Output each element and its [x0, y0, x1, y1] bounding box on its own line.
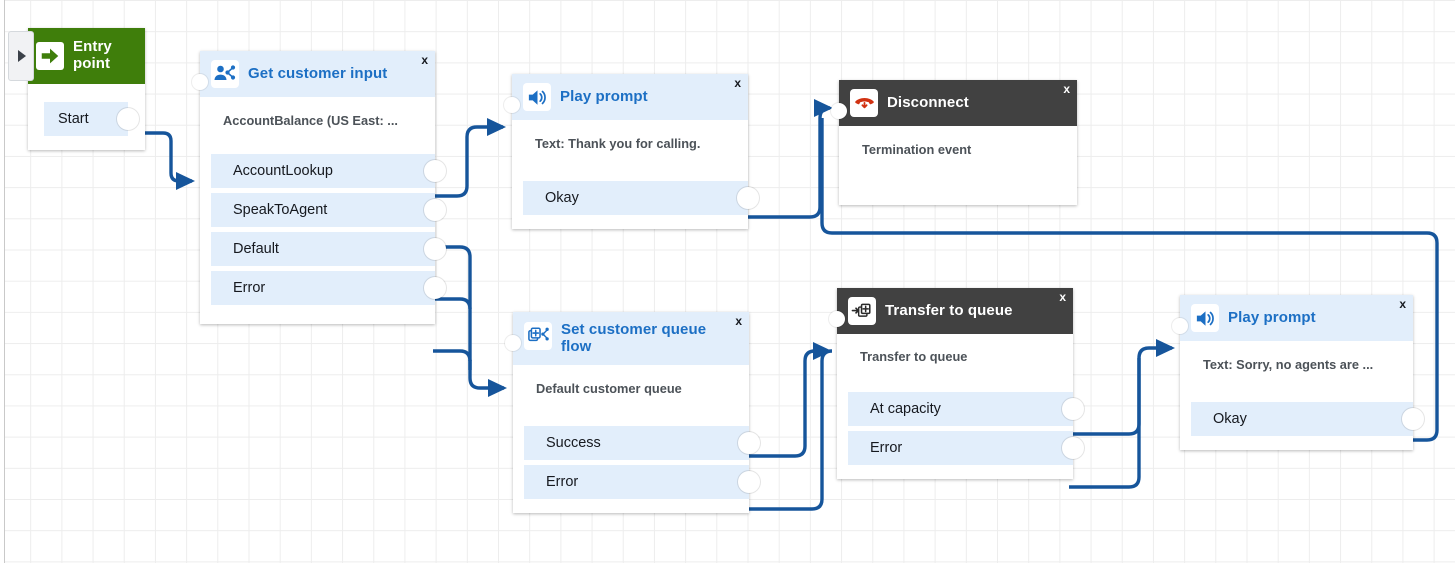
- node-title: Entry point: [73, 38, 112, 72]
- node-header: Play prompt x: [512, 74, 748, 120]
- port-success[interactable]: Success: [524, 425, 760, 460]
- node-title: Transfer to queue: [885, 301, 1013, 319]
- input-nub: [505, 335, 521, 351]
- triangle-right-icon: [17, 50, 26, 62]
- node-header: Play prompt x: [1180, 295, 1413, 341]
- port-knob[interactable]: [424, 160, 446, 182]
- port-knob[interactable]: [117, 108, 139, 130]
- get-customer-input-icon: [211, 60, 239, 88]
- node-body-spacer: [513, 400, 749, 426]
- input-nub: [192, 74, 208, 90]
- port-knob[interactable]: [424, 238, 446, 260]
- port-at-capacity[interactable]: At capacity: [848, 392, 1084, 426]
- node-ports: Success Error: [513, 425, 760, 513]
- port-error[interactable]: Error: [848, 431, 1084, 465]
- node-play-prompt-1[interactable]: Play prompt x Text: Thank you for callin…: [504, 74, 759, 229]
- node-ports: At capacity Error: [837, 392, 1084, 479]
- port-okay[interactable]: Okay: [523, 181, 759, 215]
- node-subtitle: Text: Sorry, no agents are ...: [1203, 357, 1374, 372]
- port-label: Start: [58, 111, 89, 127]
- port-accountlookup[interactable]: AccountLookup: [211, 154, 446, 188]
- close-icon[interactable]: x: [1063, 82, 1070, 96]
- node-title: Get customer input: [248, 64, 388, 82]
- node-body-spacer: [200, 132, 435, 154]
- node-entry-point[interactable]: Entry point Start: [28, 28, 145, 150]
- port-label: Error: [233, 280, 266, 296]
- port-knob[interactable]: [424, 277, 446, 299]
- close-icon[interactable]: x: [1399, 297, 1406, 311]
- close-icon[interactable]: x: [735, 314, 742, 328]
- node-transfer-to-queue[interactable]: Transfer to queue x Transfer to queue At…: [829, 288, 1084, 479]
- port-label: Okay: [545, 190, 579, 206]
- canvas-left-rail: [0, 0, 5, 563]
- node-get-customer-input[interactable]: Get customer input x AccountBalance (US …: [192, 51, 446, 324]
- node-title: Set customer queue flow: [561, 321, 707, 355]
- node-title: Play prompt: [560, 87, 648, 105]
- port-knob[interactable]: [1402, 408, 1424, 430]
- node-subtitle: AccountBalance (US East: ...: [223, 113, 398, 128]
- node-body-spacer: [837, 368, 1073, 392]
- port-label: Okay: [1213, 411, 1247, 427]
- port-label: SpeakToAgent: [233, 202, 328, 218]
- node-ports: AccountLookup SpeakToAgent Default Error: [200, 154, 446, 324]
- node-header: Entry point: [28, 28, 145, 84]
- hang-up-phone-icon: [850, 89, 878, 117]
- node-subtitle: Text: Thank you for calling.: [535, 136, 701, 151]
- port-knob[interactable]: [1062, 398, 1084, 420]
- input-nub: [831, 103, 847, 119]
- node-ports: Okay: [1180, 402, 1424, 450]
- port-default[interactable]: Default: [211, 232, 446, 266]
- close-icon[interactable]: x: [421, 53, 428, 67]
- port-label: Success: [546, 434, 601, 451]
- node-header: Disconnect x: [839, 80, 1077, 126]
- node-subtitle: Termination event: [862, 142, 972, 157]
- node-header: Set customer queue flow x: [513, 312, 749, 365]
- node-disconnect[interactable]: Disconnect x Termination event: [831, 80, 1077, 205]
- node-ports: Start: [28, 84, 145, 150]
- port-knob[interactable]: [424, 199, 446, 221]
- port-label: Error: [870, 440, 903, 456]
- close-icon[interactable]: x: [734, 76, 741, 90]
- port-error[interactable]: Error: [211, 271, 446, 305]
- input-nub: [504, 97, 520, 113]
- speaker-icon: [523, 83, 551, 111]
- transfer-to-queue-icon: [848, 297, 876, 325]
- port-okay[interactable]: Okay: [1191, 402, 1424, 436]
- port-knob[interactable]: [1062, 437, 1084, 459]
- port-knob[interactable]: [737, 187, 759, 209]
- set-queue-flow-icon: [524, 322, 552, 350]
- port-label: AccountLookup: [233, 163, 333, 179]
- port-error[interactable]: Error: [524, 464, 760, 499]
- node-title: Play prompt: [1228, 308, 1316, 326]
- port-label: Error: [546, 473, 579, 490]
- port-speaktoagent[interactable]: SpeakToAgent: [211, 193, 446, 227]
- arrow-right-icon: [36, 42, 64, 70]
- node-body-spacer: [1180, 376, 1413, 402]
- node-header: Transfer to queue x: [837, 288, 1073, 334]
- close-icon[interactable]: x: [1059, 290, 1066, 304]
- port-label: At capacity: [870, 401, 941, 417]
- node-header: Get customer input x: [200, 51, 435, 97]
- node-body-spacer: [512, 155, 748, 181]
- port-label: Default: [233, 241, 279, 257]
- port-knob[interactable]: [738, 470, 760, 493]
- port-start[interactable]: Start: [44, 102, 139, 136]
- node-subtitle: Transfer to queue: [860, 349, 968, 364]
- speaker-icon: [1191, 304, 1219, 332]
- input-nub: [1172, 318, 1188, 334]
- node-subtitle: Default customer queue: [536, 380, 682, 396]
- node-play-prompt-2[interactable]: Play prompt x Text: Sorry, no agents are…: [1172, 295, 1424, 450]
- canvas-collapse-tab[interactable]: [8, 31, 34, 81]
- port-knob[interactable]: [738, 431, 760, 454]
- node-ports: Okay: [512, 181, 759, 229]
- node-ports: [839, 161, 1077, 205]
- node-title: Disconnect: [887, 93, 969, 111]
- input-nub: [829, 311, 845, 327]
- node-set-customer-queue-flow[interactable]: Set customer queue flow x Default custom…: [505, 312, 760, 513]
